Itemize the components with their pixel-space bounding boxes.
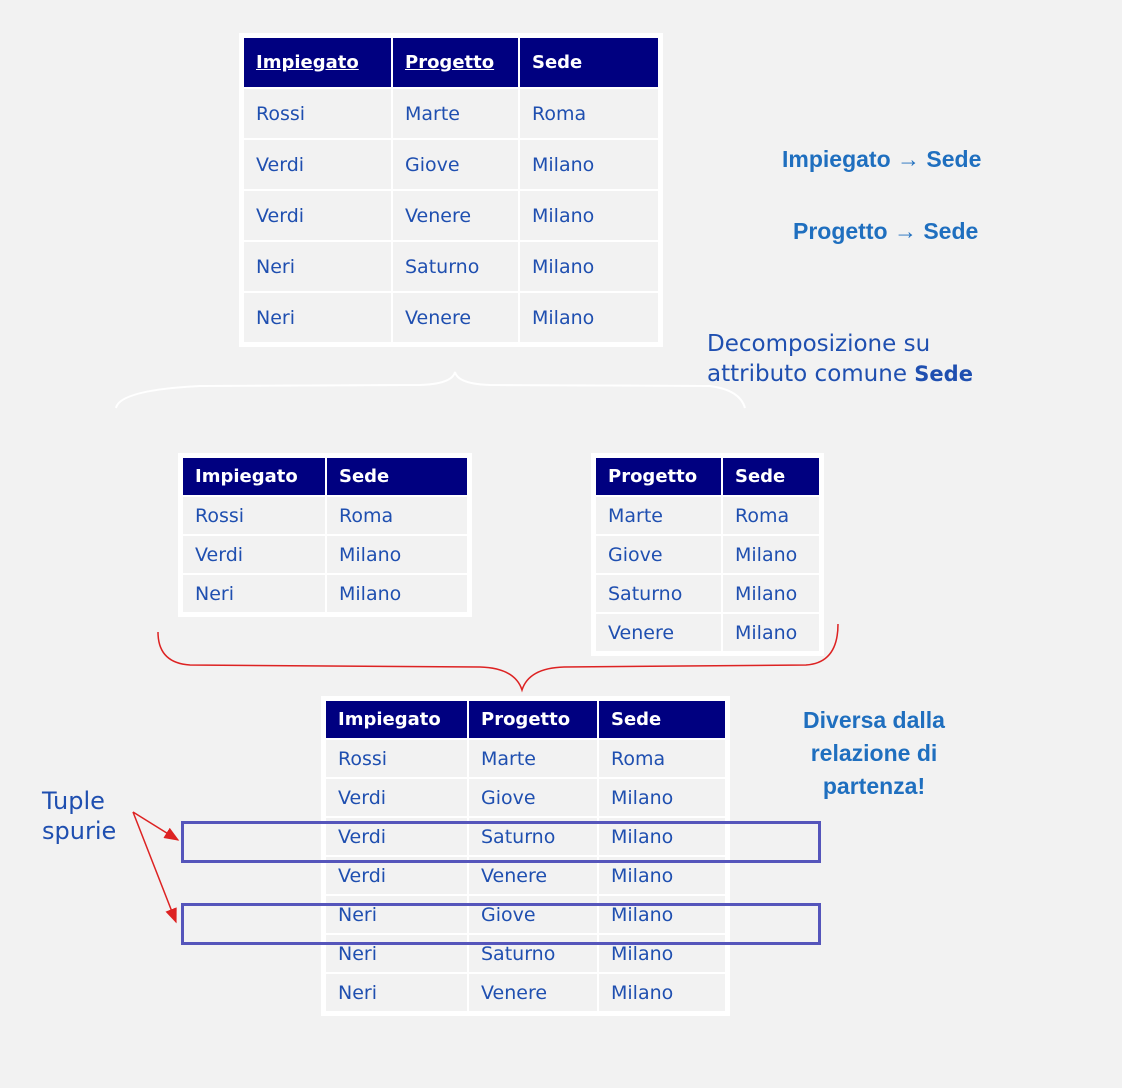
- table-row: Rossi Marte Roma: [242, 87, 660, 140]
- decomposition-brace: [115, 371, 746, 409]
- cell: Roma: [721, 495, 821, 536]
- header-sede: Sede: [597, 699, 727, 740]
- cell: Verdi: [242, 138, 393, 191]
- dependency-progetto-sede: Progetto → Sede: [793, 218, 979, 244]
- table-row: Neri Saturno Milano: [242, 240, 660, 293]
- cell: Giove: [594, 534, 723, 575]
- table-row: Verdi Giove Milano: [324, 777, 727, 818]
- cell: Neri: [324, 972, 469, 1013]
- table-row: Saturno Milano: [594, 573, 821, 614]
- cell: Saturno: [594, 573, 723, 614]
- cell: Rossi: [324, 738, 469, 779]
- header-impiegato: Impiegato: [242, 36, 393, 89]
- cell: Milano: [518, 138, 660, 191]
- arrow-to-spurious-2: [132, 811, 177, 924]
- cell: Venere: [467, 972, 599, 1013]
- spurious-tuples-label: Tuple spurie: [42, 787, 117, 845]
- cell: Neri: [242, 291, 393, 344]
- cell: Milano: [721, 534, 821, 575]
- table-row: Neri Venere Milano: [242, 291, 660, 344]
- cell: Verdi: [181, 534, 327, 575]
- table-row: Neri Saturno Milano: [324, 933, 727, 974]
- spurious-tuple-box: [181, 903, 821, 945]
- cell: Venere: [391, 189, 520, 242]
- header-progetto: Progetto: [391, 36, 520, 89]
- cell: Giove: [391, 138, 520, 191]
- spurious-row: Neri Giove Milano: [324, 894, 727, 935]
- cell: Milano: [597, 933, 727, 974]
- cell: Milano: [597, 894, 727, 935]
- cell: Milano: [518, 189, 660, 242]
- spurious-tuple-box: [181, 821, 821, 863]
- table-row: Rossi Marte Roma: [324, 738, 727, 779]
- cell: Marte: [594, 495, 723, 536]
- decomposition-note: Decomposizione su attributo comune Sede: [707, 331, 973, 387]
- table-row: Venere Milano: [594, 612, 821, 653]
- cell: Giove: [467, 894, 599, 935]
- cell: Milano: [721, 612, 821, 653]
- table-row: Giove Milano: [594, 534, 821, 575]
- cell: Roma: [325, 495, 469, 536]
- table-row: Verdi Venere Milano: [242, 189, 660, 242]
- header-impiegato: Impiegato: [324, 699, 469, 740]
- cell: Neri: [242, 240, 393, 293]
- table-row: Verdi Giove Milano: [242, 138, 660, 191]
- cell: Milano: [325, 534, 469, 575]
- cell: Saturno: [467, 933, 599, 974]
- dependency-impiegato-sede: Impiegato → Sede: [782, 146, 982, 172]
- progetto-sede-table: Progetto Sede Marte Roma Giove Milano Sa…: [594, 456, 821, 653]
- cell: Marte: [391, 87, 520, 140]
- cell: Roma: [518, 87, 660, 140]
- header-progetto: Progetto: [467, 699, 599, 740]
- arrow-to-spurious-1: [132, 811, 180, 841]
- impiegato-sede-table: Impiegato Sede Rossi Roma Verdi Milano N…: [181, 456, 469, 614]
- arrow-right-icon: →: [897, 146, 921, 172]
- arrow-right-icon: →: [893, 218, 917, 244]
- cell: Rossi: [242, 87, 393, 140]
- cell: Milano: [325, 573, 469, 614]
- cell: Milano: [518, 291, 660, 344]
- cell: Verdi: [242, 189, 393, 242]
- table-row: Neri Venere Milano: [324, 972, 727, 1013]
- cell: Milano: [597, 972, 727, 1013]
- different-relation-note: Diversa dalla relazione di partenza!: [803, 707, 945, 799]
- cell: Neri: [324, 894, 469, 935]
- table-row: Verdi Milano: [181, 534, 469, 575]
- join-result-table: Impiegato Progetto Sede Rossi Marte Roma…: [324, 699, 727, 1013]
- cell: Marte: [467, 738, 599, 779]
- table-row: Marte Roma: [594, 495, 821, 536]
- header-sede: Sede: [721, 456, 821, 497]
- cell: Verdi: [324, 777, 469, 818]
- join-brace: [157, 623, 839, 693]
- header-sede: Sede: [518, 36, 660, 89]
- cell: Milano: [518, 240, 660, 293]
- cell: Neri: [324, 933, 469, 974]
- table-row: Rossi Roma: [181, 495, 469, 536]
- cell: Giove: [467, 777, 599, 818]
- cell: Neri: [181, 573, 327, 614]
- cell: Milano: [597, 777, 727, 818]
- cell: Venere: [391, 291, 520, 344]
- header-progetto: Progetto: [594, 456, 723, 497]
- cell: Rossi: [181, 495, 327, 536]
- header-sede: Sede: [325, 456, 469, 497]
- table-row: Neri Milano: [181, 573, 469, 614]
- cell: Saturno: [391, 240, 520, 293]
- cell: Milano: [721, 573, 821, 614]
- cell: Venere: [594, 612, 723, 653]
- original-relation-table: Impiegato Progetto Sede Rossi Marte Roma…: [242, 36, 660, 344]
- cell: Roma: [597, 738, 727, 779]
- header-impiegato: Impiegato: [181, 456, 327, 497]
